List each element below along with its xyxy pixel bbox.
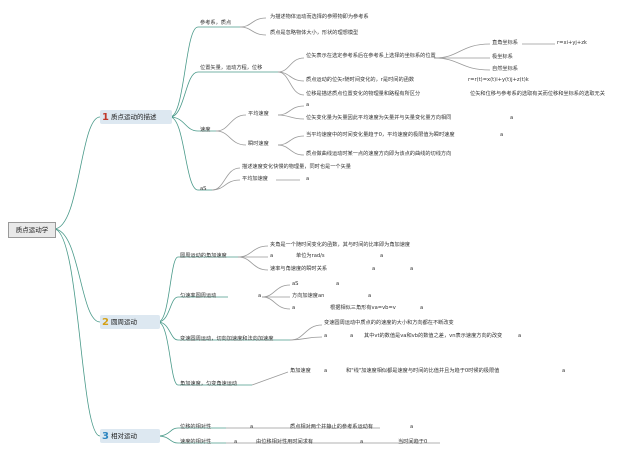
node-position[interactable]: 位置矢量，运动方程，位移	[200, 65, 263, 71]
node-ref-frame[interactable]: 参考系，质点	[200, 20, 232, 26]
node-uni-a2[interactable]: a	[336, 281, 340, 287]
section-label: 质点运动的描述	[110, 113, 157, 121]
node-dir-a[interactable]: a	[368, 293, 372, 299]
node-ang-desc[interactable]: 和"线"加速度相似都是速度与时间的比值并且为趋于0时候的极限值	[346, 368, 500, 374]
node-point-desc[interactable]: 质点是忽略物体大小，形状的理想模型	[270, 30, 359, 36]
node-ang-a2[interactable]: a	[562, 368, 566, 374]
node-motion-eq[interactable]: 质点运动的位矢r随时间变化的，r是时间的函数	[306, 77, 415, 83]
node-vel-rel-a[interactable]: a	[234, 439, 238, 445]
section-number: 2	[102, 317, 109, 328]
node-inst-velocity[interactable]: 瞬时速度	[248, 141, 269, 147]
node-accel-desc[interactable]: 描述速度变化快慢的物理量，同时也是一个矢量	[242, 164, 351, 170]
node-angular[interactable]: 角加速度，匀变角速运动	[180, 381, 238, 387]
node-natural[interactable]: 自然坐标系	[492, 66, 518, 72]
node-velocity[interactable]: 速度	[200, 127, 211, 133]
node-polar[interactable]: 极坐标系	[492, 54, 513, 60]
node-var-a1[interactable]: a	[324, 333, 328, 339]
node-disp-rel[interactable]: 位移的相对性	[180, 424, 212, 430]
node-vel-rel[interactable]: 速度的相对性	[180, 439, 212, 445]
node-unit[interactable]: 单位为rad/s	[296, 253, 325, 259]
node-ref-desc[interactable]: 为描述物体运动而选择的参照物即为参考系	[270, 14, 369, 20]
node-uni-a1[interactable]: a	[258, 293, 262, 299]
node-var-desc[interactable]: 变速圆周运动中质点的的速度的大小和方向都在不断改变	[324, 320, 454, 326]
node-rate-a1[interactable]: a	[372, 266, 376, 272]
section-number: 1	[102, 112, 109, 123]
node-uni-aS[interactable]: aS	[292, 281, 299, 287]
node-rate-a2[interactable]: a	[410, 266, 414, 272]
node-var-desc2[interactable]: 其中vt的数值是va和vb的数值之差，vn表示速度方向的改变	[364, 333, 503, 339]
node-inst-desc[interactable]: 当平均速度中的时间变化量趋于0，平均速度的极限值为瞬时速度	[306, 132, 455, 138]
node-direction[interactable]: 方向加速度an	[292, 293, 325, 299]
node-triangle[interactable]: 根据相似三角形有va=vb=v	[330, 305, 396, 311]
node-ang-accel[interactable]: 角加速度	[290, 368, 311, 374]
node-inst-dir[interactable]: 质点做曲线运动时某一点的速度方向即为该点的曲线的切线方向	[306, 151, 452, 157]
node-vel-rel-desc[interactable]: 由位移相对性用时间求有	[256, 439, 314, 445]
node-disp-rel-a[interactable]: a	[250, 424, 254, 430]
node-displacement-rel[interactable]: 位矢和位移与参考系的选取有关而位移和坐标系的选取无关	[470, 91, 605, 97]
node-dir-a2[interactable]: a	[420, 305, 424, 311]
node-angle-desc[interactable]: 夹角是一个随时间变化的函数，其与时间的比率即为角加速度	[270, 242, 411, 248]
node-avg-desc[interactable]: 位矢变化量为矢量因此平均速度为矢量并与矢量变化量方向相同	[306, 115, 452, 121]
node-vel-rel-desc2[interactable]: 当时间趋于0	[398, 439, 428, 445]
node-inst-a[interactable]: a	[500, 132, 504, 138]
node-var-a3[interactable]: a	[518, 333, 522, 339]
node-cartesian-formula[interactable]: r=xi+yj+zk	[557, 40, 587, 46]
node-ang-a1[interactable]: a	[324, 368, 328, 374]
node-disp-rel-desc[interactable]: 质点相对两个并静止的参考系运动有	[290, 424, 374, 430]
node-vel-rel-a2[interactable]: a	[360, 439, 364, 445]
node-cartesian[interactable]: 直角坐标系	[492, 40, 518, 46]
node-circ-accel[interactable]: 圆周运动的角加速度	[180, 253, 227, 259]
node-pos-vec-desc[interactable]: 位矢表示在选定参考系后在参考系上选择的坐标系的位置	[306, 53, 436, 59]
node-avg-velocity[interactable]: 平均速度	[248, 111, 269, 117]
node-variable[interactable]: 变速圆周运动，切向加速度和法向加速度	[180, 336, 274, 342]
node-uni-a3[interactable]: a	[292, 305, 296, 311]
node-avg-desc-a[interactable]: a	[510, 115, 514, 121]
section-label: 相对运动	[110, 432, 137, 440]
node-var-a2[interactable]: a	[350, 333, 354, 339]
node-avg-a[interactable]: a	[306, 102, 310, 108]
node-accel[interactable]: aS	[200, 186, 207, 192]
node-uniform[interactable]: 匀速率圆周运动	[180, 293, 217, 299]
node-displacement[interactable]: 位移是描述质点位置变化的物理量和路程有所区分	[306, 91, 421, 97]
node-avg-accel-a[interactable]: a	[306, 176, 310, 182]
node-rate-rel[interactable]: 速率与角速度的瞬时关系	[270, 266, 328, 272]
node-avg-accel[interactable]: 平均加速度	[242, 176, 268, 182]
section-number: 3	[102, 431, 109, 442]
node-motion-eq-formula[interactable]: r=r(t)=x(t)i+y(t)j+z(t)k	[468, 77, 529, 83]
node-circ-a1[interactable]: a	[270, 253, 274, 259]
section-label: 圆周运动	[110, 318, 137, 326]
node-disp-rel-a2[interactable]: a	[410, 424, 414, 430]
node-circ-a2[interactable]: a	[380, 253, 384, 259]
root-node[interactable]: 质点运动学	[8, 222, 56, 238]
